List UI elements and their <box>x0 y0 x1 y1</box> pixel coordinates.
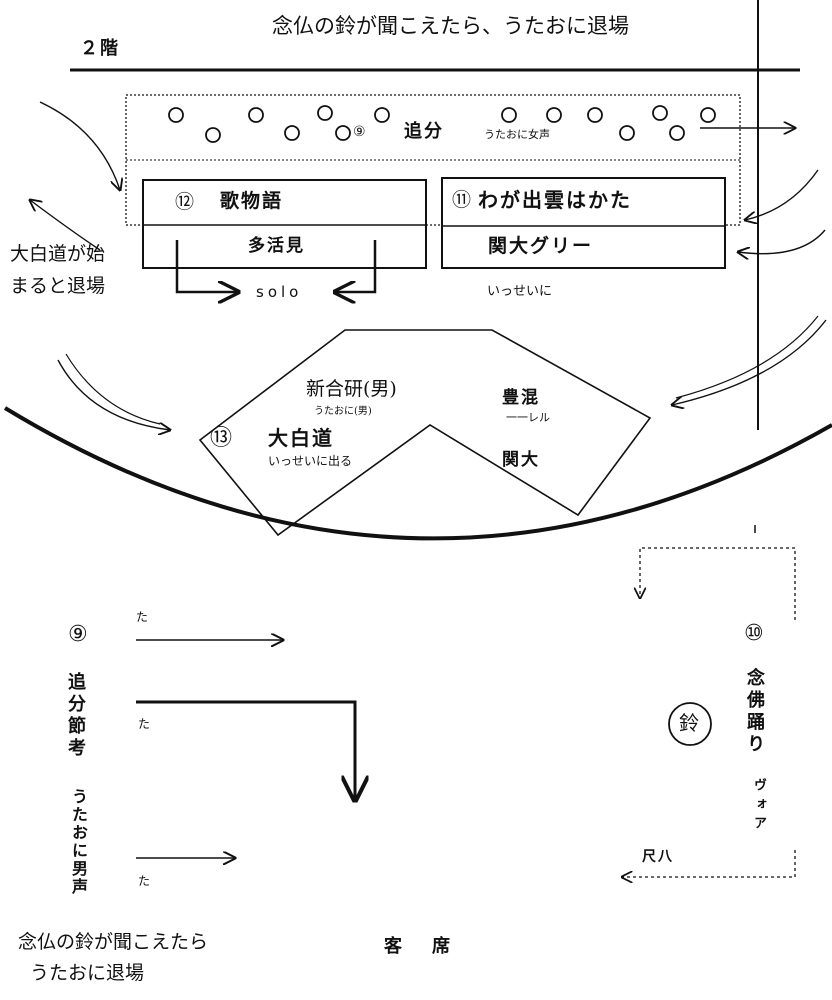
floor-label: ２階 <box>80 38 120 59</box>
issei-label: いっせいに <box>487 284 553 299</box>
ta-1: た <box>136 610 149 624</box>
arrow-ta-2 <box>136 700 355 800</box>
box-right-label: わが出雲はかた <box>478 188 632 212</box>
solo-arrow-right <box>335 240 377 292</box>
dashed-path-bottom <box>622 850 796 877</box>
center-upper-label: 新合研(男) <box>306 378 397 400</box>
left-curve-arrow-lower <box>57 359 170 430</box>
ta-2: た <box>138 717 151 731</box>
voice-vertical: ヴォア <box>751 778 766 835</box>
nenbutsu-vertical: 念佛踊り <box>744 668 765 756</box>
center-left-sub: いっせいに出る <box>268 454 353 468</box>
box-right <box>441 177 726 269</box>
right-curve-arrow-3b <box>675 315 819 399</box>
audience-label: 客 席 <box>384 936 456 957</box>
oiwake-vertical: 追分節考 <box>65 672 86 760</box>
box-left-group: 多活見 <box>248 236 305 256</box>
singer-circles <box>168 105 716 143</box>
box-left-label: 歌物語 <box>220 190 284 212</box>
left-curve-arrow-top <box>39 101 120 190</box>
shakuhachi-label: 尺八 <box>642 849 674 865</box>
right-curve-arrow-3 <box>672 319 827 405</box>
center-pentagon <box>198 329 652 537</box>
right-curve-arrow-1 <box>745 169 819 220</box>
center-upper-sub: うたおに(男) <box>314 406 372 417</box>
stage-arc <box>3 406 832 541</box>
box-right-number: ⑪ <box>452 189 472 211</box>
utaoni-vertical: うたおに男声 <box>69 788 88 896</box>
left-note: 大白道が始まると退場 <box>10 243 106 298</box>
bell-circle <box>668 702 712 746</box>
left-curve-arrow-upper <box>30 200 101 251</box>
bell-glyph: 鈴 <box>679 711 699 735</box>
upper-row-sub: うたおに女声 <box>484 128 550 141</box>
ta-3: た <box>138 874 151 888</box>
upper-row-label: 追分 <box>404 121 444 142</box>
box-left-number: ⑫ <box>175 191 195 213</box>
dashed-path-top <box>640 547 796 620</box>
num10-label: ⑩ <box>744 621 764 646</box>
solo-arrow-left <box>175 240 238 292</box>
num9-label: ⑨ <box>68 622 88 647</box>
center-left-label: 大白道 <box>268 426 334 450</box>
bottom-note-1: 念仏の鈴が聞こえたら <box>18 931 209 953</box>
box-right-group: 関大グリー <box>488 235 594 257</box>
center-right-top-label: 豊混 <box>502 388 540 408</box>
left-curve-arrow-lower-2 <box>65 353 161 425</box>
bottom-note-2: うたおに退場 <box>30 962 145 984</box>
box-left <box>142 179 427 269</box>
center-left-number: ⑬ <box>210 426 233 451</box>
right-curve-arrow-2 <box>738 229 826 254</box>
page-title: 念仏の鈴が聞こえたら、うたおに退場 <box>272 14 629 38</box>
center-right-top-sub: 一一レル <box>506 411 550 424</box>
center-right-bottom-label: 関大 <box>502 450 540 470</box>
solo-label: solo <box>256 283 303 301</box>
upper-row-number: ⑨ <box>353 124 366 140</box>
